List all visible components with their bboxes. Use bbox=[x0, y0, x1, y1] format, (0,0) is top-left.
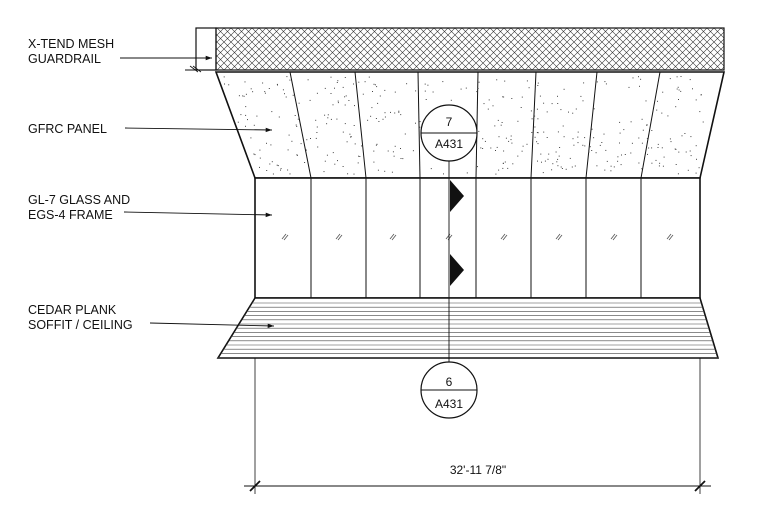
glazing-mark bbox=[500, 233, 508, 241]
callout-guardrail: X-TEND MESH GUARDRAIL bbox=[28, 37, 212, 66]
section-tag-sheet: A431 bbox=[435, 137, 463, 151]
gfrc-panel-joint bbox=[289, 71, 312, 179]
callout-glass-frame: GL-7 GLASS AND EGS-4 FRAME bbox=[28, 193, 273, 222]
gfrc-panel-joint bbox=[417, 71, 421, 179]
gfrc-panel-joint bbox=[354, 71, 367, 179]
overall-width-dimension: 32'-11 7/8" bbox=[244, 358, 711, 494]
section-tag-number: 6 bbox=[446, 375, 453, 389]
glazing-mark bbox=[281, 233, 289, 241]
glazing-mark bbox=[335, 233, 343, 241]
callout-line-1: GFRC PANEL bbox=[28, 122, 107, 136]
glazing-mark bbox=[555, 233, 563, 241]
section-tag-6[interactable]: 6 A431 bbox=[420, 361, 478, 419]
gfrc-panel-joint bbox=[475, 71, 479, 179]
callout-line-2: GUARDRAIL bbox=[28, 52, 101, 66]
callout-line-1: X-TEND MESH bbox=[28, 37, 114, 51]
callout-soffit: CEDAR PLANK SOFFIT / CEILING bbox=[28, 303, 275, 332]
glazing-mark bbox=[666, 233, 674, 241]
section-tag-sheet: A431 bbox=[435, 397, 463, 411]
gfrc-panel-joint bbox=[585, 71, 598, 179]
gfrc-panel-joint bbox=[640, 71, 661, 179]
glass-band bbox=[254, 177, 701, 299]
section-tag-number: 7 bbox=[446, 115, 453, 129]
callout-line-2: EGS-4 FRAME bbox=[28, 208, 113, 222]
gfrc-panel-joint bbox=[530, 71, 537, 179]
callout-gfrc-panel: GFRC PANEL bbox=[28, 122, 273, 136]
section-tag-7[interactable]: 7 A431 bbox=[420, 104, 478, 162]
callout-line-2: SOFFIT / CEILING bbox=[28, 318, 133, 332]
glazing-mark bbox=[610, 233, 618, 241]
dimension-text: 32'-11 7/8" bbox=[450, 463, 506, 477]
glazing-mark bbox=[389, 233, 397, 241]
section-arrow-lower bbox=[450, 254, 464, 286]
callout-line-1: CEDAR PLANK bbox=[28, 303, 117, 317]
section-arrow-upper bbox=[450, 180, 464, 212]
soffit-band bbox=[216, 297, 720, 359]
callout-line-1: GL-7 GLASS AND bbox=[28, 193, 130, 207]
guardrail bbox=[185, 27, 725, 73]
